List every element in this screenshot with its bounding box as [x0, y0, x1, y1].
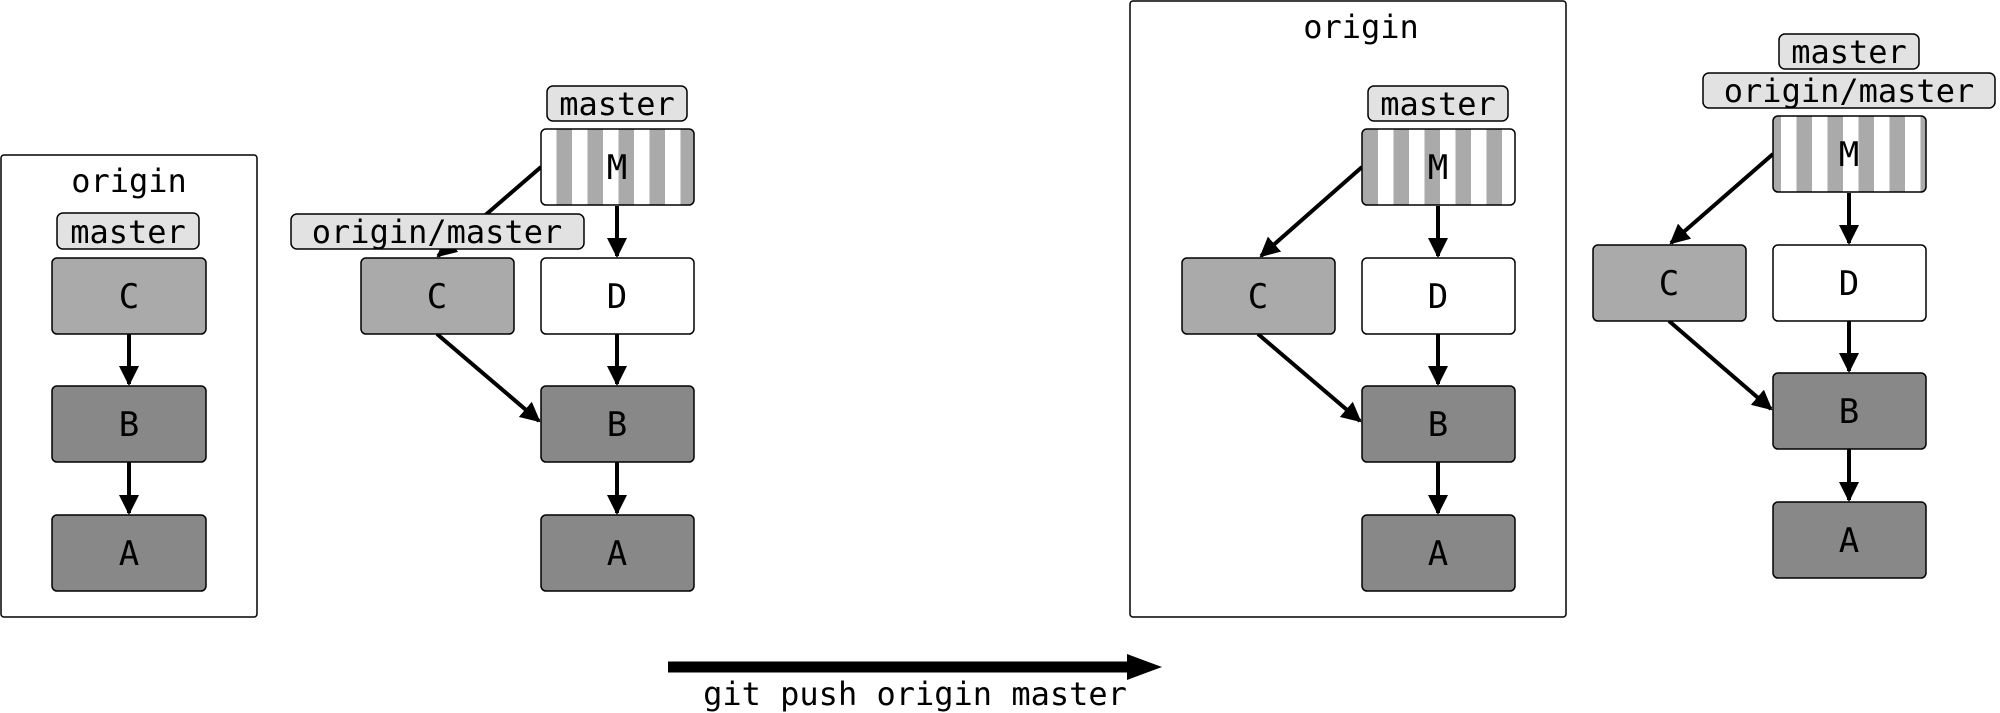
- before-origin-panel: origin master C B A: [0, 154, 258, 618]
- commit-label: C: [427, 277, 447, 317]
- commit-label: A: [1839, 521, 1859, 561]
- after-origin-commit-m: M: [1361, 128, 1516, 206]
- command-text: git push origin master: [703, 675, 1127, 713]
- after-origin-commit-d: D: [1361, 257, 1516, 335]
- after-origin-commit-a: A: [1361, 514, 1516, 592]
- before-local-commit-m: M: [540, 128, 695, 206]
- after-local-graph: master origin/master M C D B A: [1592, 33, 1996, 579]
- commit-label: C: [1248, 277, 1268, 317]
- after-local-master-label: master: [1778, 33, 1920, 71]
- before-local-master-label: master: [546, 85, 688, 123]
- command-arrow-head: [1127, 654, 1162, 680]
- push-command: git push origin master: [668, 654, 1162, 713]
- edge-c-to-b: [435, 332, 541, 423]
- before-local-tracking-label-text: origin/master: [312, 213, 562, 251]
- after-origin-commit-c: C: [1181, 257, 1336, 335]
- after-origin-master-label-text: master: [1380, 85, 1496, 123]
- commit-label: M: [1839, 135, 1859, 175]
- commit-label: D: [1428, 277, 1448, 317]
- before-local-commit-c: C: [360, 257, 515, 335]
- after-local-commit-m: M: [1772, 115, 1927, 193]
- before-origin-commit-a: A: [51, 514, 207, 592]
- before-local-master-label-text: master: [559, 85, 675, 123]
- after-local-tracking-label: origin/master: [1702, 72, 1996, 110]
- before-origin-commit-b: B: [51, 385, 207, 463]
- after-local-commit-c: C: [1592, 244, 1747, 322]
- commit-label: M: [1428, 148, 1448, 188]
- commit-label: A: [1428, 534, 1448, 574]
- before-origin-commit-c: C: [51, 257, 207, 335]
- after-local-commit-b: B: [1772, 372, 1927, 450]
- commit-label: D: [607, 277, 627, 317]
- before-local-graph: master M C origin/master D B A: [290, 85, 695, 592]
- after-local-tracking-label-text: origin/master: [1724, 72, 1974, 110]
- after-origin-title: origin: [1303, 8, 1419, 46]
- commit-label: D: [1839, 264, 1859, 304]
- edge-c-to-b: [1667, 319, 1773, 411]
- before-local-commit-d: D: [540, 257, 695, 335]
- edge-m-to-c: [1259, 165, 1364, 258]
- commit-label: A: [607, 534, 627, 574]
- commit-label: B: [1839, 392, 1859, 432]
- after-local-commit-d: D: [1772, 244, 1927, 322]
- after-origin-master-label: master: [1367, 85, 1509, 123]
- after-origin-commit-b: B: [1361, 385, 1516, 463]
- commit-label: C: [1659, 264, 1679, 304]
- commit-label: B: [119, 405, 139, 445]
- before-local-commit-a: A: [540, 514, 695, 592]
- commit-label: C: [119, 277, 139, 317]
- edge-c-to-b: [1256, 332, 1362, 423]
- before-origin-master-label-text: master: [70, 213, 186, 251]
- before-origin-title: origin: [71, 162, 187, 200]
- commit-label: B: [607, 405, 627, 445]
- after-local-commit-a: A: [1772, 501, 1927, 579]
- before-local-tracking-label: origin/master: [290, 213, 585, 251]
- after-local-master-label-text: master: [1791, 33, 1907, 71]
- edge-m-to-c: [1669, 152, 1775, 245]
- commit-label: A: [119, 534, 139, 574]
- after-origin-panel: origin master M C D B A: [1129, 0, 1567, 618]
- commit-label: B: [1428, 405, 1448, 445]
- before-local-commit-b: B: [540, 385, 695, 463]
- commit-label: M: [607, 148, 627, 188]
- before-origin-master-label: master: [56, 212, 200, 251]
